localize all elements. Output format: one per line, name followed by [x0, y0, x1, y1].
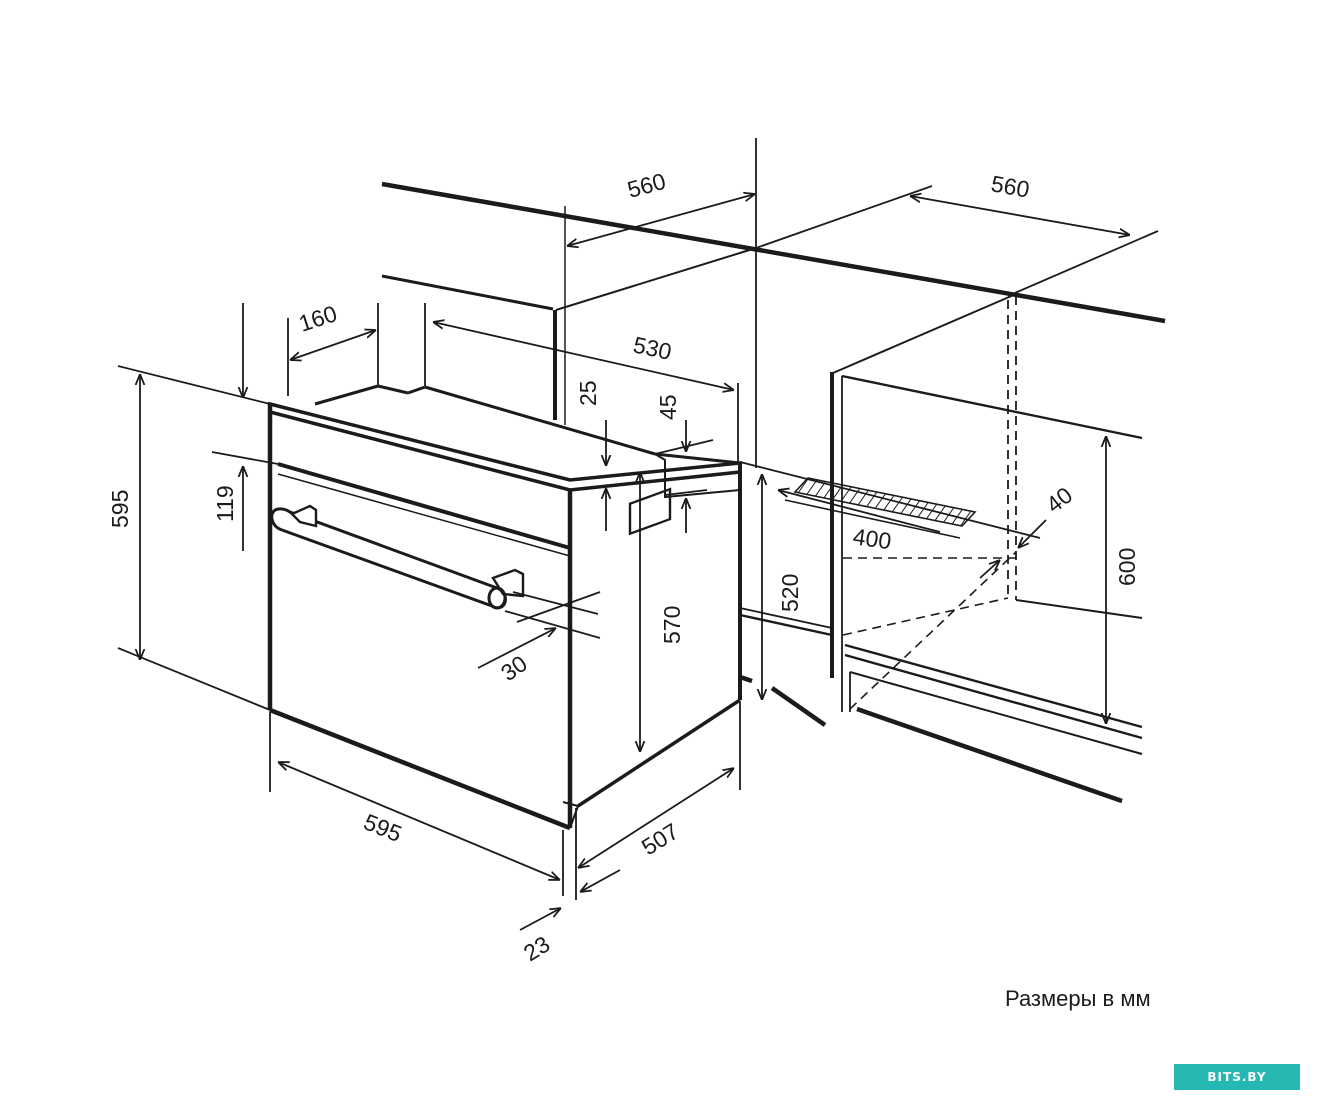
oven-handle — [270, 504, 525, 610]
dim-top-clearance: 160 — [296, 300, 341, 337]
dim-control-panel-height: 119 — [212, 485, 238, 522]
dim-oven-width: 595 — [360, 809, 405, 847]
dim-gap-side: 45 — [655, 394, 681, 420]
dim-body-depth: 507 — [637, 818, 683, 860]
dim-niche-depth: 560 — [989, 170, 1031, 202]
units-caption: Размеры в мм — [1005, 986, 1151, 1011]
dim-vent-length: 400 — [851, 523, 893, 554]
dim-gap-top: 25 — [575, 380, 601, 406]
dim-niche-floor-height: 520 — [777, 574, 803, 612]
watermark-logo: BITS.BY — [1174, 1064, 1300, 1090]
dimension-lines — [117, 185, 1159, 931]
dim-vent-width: 40 — [1041, 482, 1077, 518]
cabinet-niche — [381, 138, 1166, 804]
dim-oven-height: 595 — [107, 490, 133, 528]
dim-niche-width: 560 — [625, 168, 669, 203]
dim-niche-height: 600 — [1114, 548, 1140, 586]
dim-body-depth-top: 530 — [631, 331, 674, 364]
dim-door-thickness: 23 — [519, 931, 554, 967]
dim-body-height: 570 — [659, 606, 685, 644]
